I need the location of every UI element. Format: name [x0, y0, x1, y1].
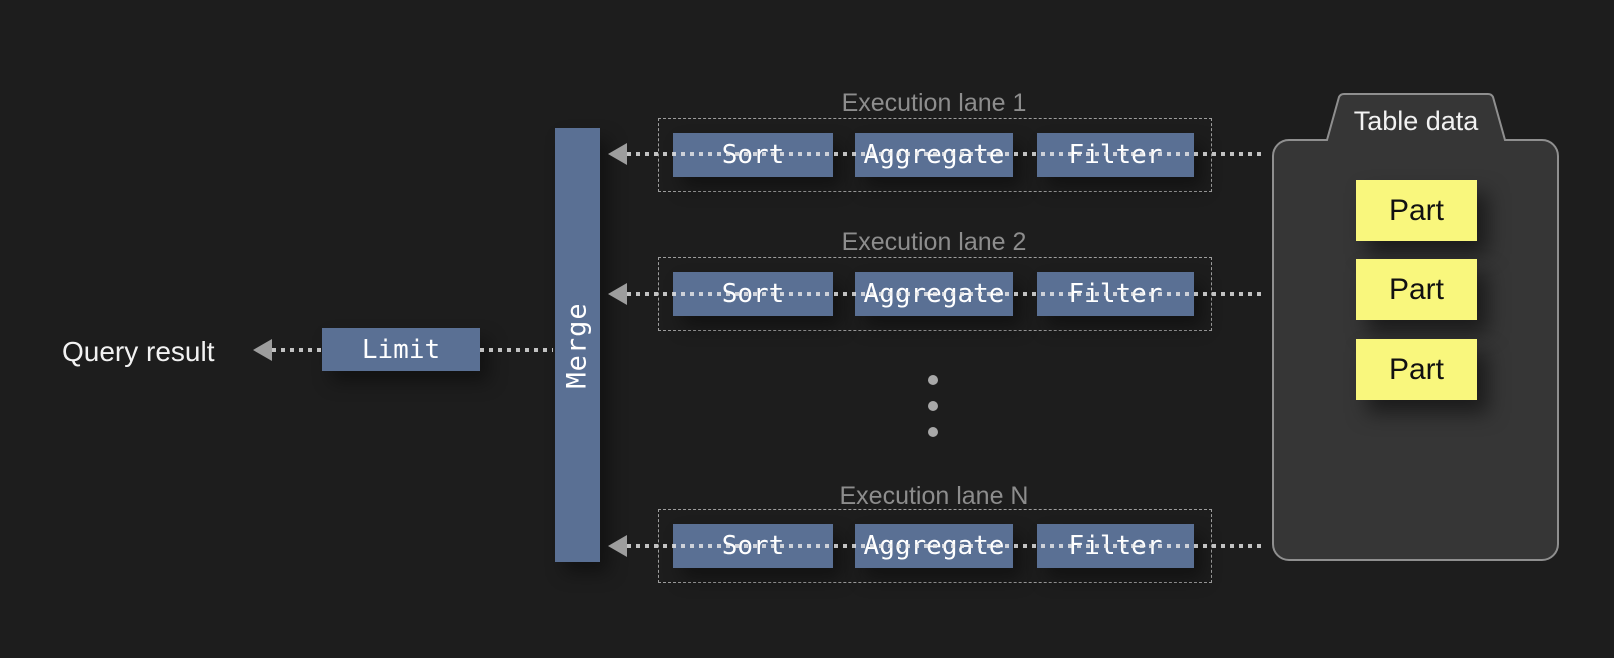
lane-2-title: Execution lane 2: [841, 228, 1027, 256]
part-label: Part: [1388, 352, 1445, 386]
arrowhead-to-query-result-icon: [253, 339, 272, 361]
lane-n-arrowhead-icon: [608, 535, 627, 557]
part-box-1: Part: [1356, 180, 1477, 241]
part-label: Part: [1388, 272, 1445, 306]
merge-operator-bar: Merge: [555, 128, 600, 562]
merge-operator-label: Merge: [562, 301, 593, 389]
dotted-line-merge-to-limit: [480, 348, 553, 352]
lane-2-arrowhead-icon: [608, 283, 627, 305]
lane-ellipsis-dot: [928, 401, 938, 411]
part-box-3: Part: [1356, 339, 1477, 400]
limit-operator-box: Limit: [322, 328, 480, 371]
lane-1-title: Execution lane 1: [841, 89, 1027, 117]
dotted-line-limit-to-query-result: [272, 348, 322, 352]
table-data-title: Table data: [1353, 106, 1479, 136]
lane-2-dataflow-line: [627, 292, 1266, 296]
part-box-2: Part: [1356, 259, 1477, 320]
table-data-outline: [1272, 93, 1559, 561]
lane-1-arrowhead-icon: [608, 143, 627, 165]
part-label: Part: [1388, 193, 1445, 227]
lane-ellipsis-dot: [928, 427, 938, 437]
lane-ellipsis-dot: [928, 375, 938, 385]
lane-1-dataflow-line: [627, 152, 1266, 156]
lane-n-dataflow-line: [627, 544, 1266, 548]
limit-operator-label: Limit: [361, 334, 441, 365]
query-result-label: Query result: [62, 336, 215, 367]
lane-n-title: Execution lane N: [839, 482, 1029, 510]
